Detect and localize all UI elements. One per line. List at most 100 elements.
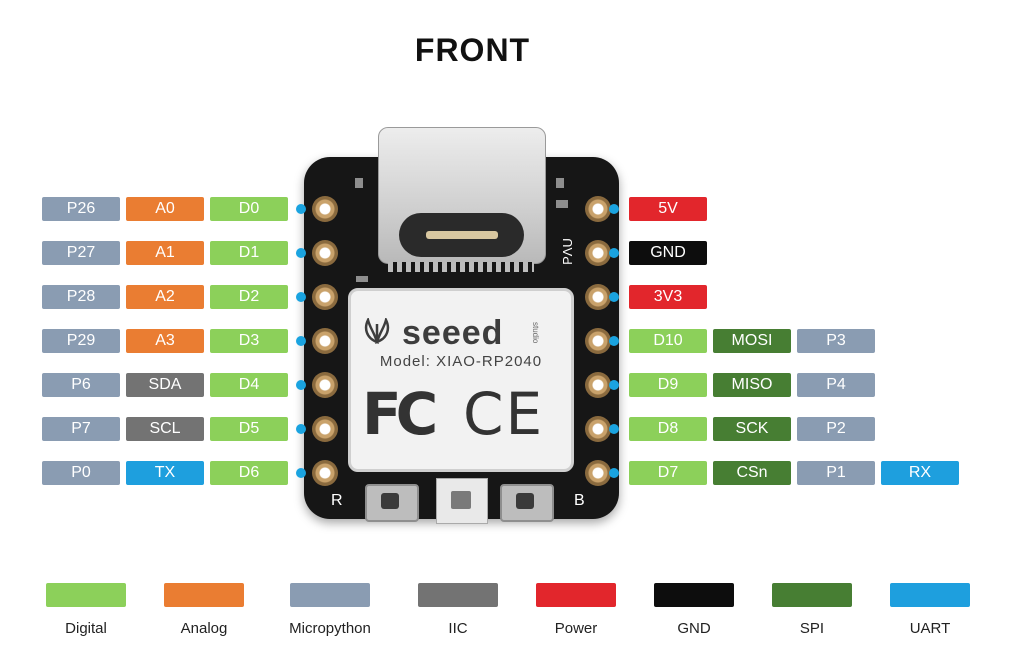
- legend-label-micropython: Micropython: [289, 620, 371, 637]
- pin-label-digital: D1: [210, 241, 288, 265]
- pin-label-iic: SCL: [126, 417, 204, 441]
- legend-swatch-iic: [418, 583, 498, 607]
- legend-swatch-uart: [890, 583, 970, 607]
- pin-label-digital: D5: [210, 417, 288, 441]
- pin-label-micropython: P29: [42, 329, 120, 353]
- right-pin-dot: [609, 248, 619, 258]
- pin-label-digital: D7: [629, 461, 707, 485]
- pin-label-digital: D8: [629, 417, 707, 441]
- pin-label-digital: D2: [210, 285, 288, 309]
- left-pin-dot: [296, 468, 306, 478]
- pin-label-analog: A0: [126, 197, 204, 221]
- pin-label-micropython: P4: [797, 373, 875, 397]
- legend-label-digital: Digital: [65, 620, 107, 637]
- legend-label-analog: Analog: [180, 620, 228, 637]
- brand-sub: studio: [531, 322, 540, 344]
- legend-label-iic: IIC: [448, 620, 468, 637]
- pin-label-digital: D0: [210, 197, 288, 221]
- fcc-logo: FC: [362, 380, 438, 448]
- pin-label-digital: D3: [210, 329, 288, 353]
- right-pin-hole: [585, 240, 611, 266]
- diagram-title: FRONT: [414, 32, 531, 68]
- power-led-label: PɅU: [559, 238, 575, 265]
- left-pin-hole: [312, 328, 338, 354]
- pin-label-micropython: P27: [42, 241, 120, 265]
- pin-label-micropython: P2: [797, 417, 875, 441]
- pin-label-micropython: P1: [797, 461, 875, 485]
- pin-label-micropython: P3: [797, 329, 875, 353]
- pin-label-spi: MOSI: [713, 329, 791, 353]
- pin-label-micropython: P7: [42, 417, 120, 441]
- brand-name: seeed: [402, 314, 504, 352]
- pin-label-micropython: P26: [42, 197, 120, 221]
- right-pin-hole: [585, 196, 611, 222]
- right-pin-hole: [585, 416, 611, 442]
- right-pin-hole: [585, 372, 611, 398]
- legend-swatch-gnd: [654, 583, 734, 607]
- smd-component: [556, 178, 564, 188]
- pin-label-digital: D4: [210, 373, 288, 397]
- left-pin-hole: [312, 416, 338, 442]
- left-pin-hole: [312, 196, 338, 222]
- legend-swatch-digital: [46, 583, 126, 607]
- legend-swatch-power: [536, 583, 616, 607]
- right-pin-dot: [609, 380, 619, 390]
- pin-label-power: 3V3: [629, 285, 707, 309]
- pin-label-power: 5V: [629, 197, 707, 221]
- left-pin-hole: [312, 460, 338, 486]
- reset-button[interactable]: [365, 484, 419, 522]
- left-pin-dot: [296, 248, 306, 258]
- legend-swatch-analog: [164, 583, 244, 607]
- pin-label-spi: SCK: [713, 417, 791, 441]
- legend-label-power: Power: [554, 620, 598, 637]
- left-pin-dot: [296, 424, 306, 434]
- legend-swatch-micropython: [290, 583, 370, 607]
- smd-component: [356, 276, 368, 282]
- right-pin-dot: [609, 204, 619, 214]
- smd-component: [355, 178, 363, 188]
- left-pin-dot: [296, 336, 306, 346]
- rgb-led: [436, 478, 488, 524]
- left-pin-hole: [312, 284, 338, 310]
- pin-label-micropython: P6: [42, 373, 120, 397]
- right-pin-hole: [585, 284, 611, 310]
- legend-label-spi: SPI: [799, 620, 825, 637]
- seeed-logo-icon: [364, 318, 390, 344]
- legend-label-gnd: GND: [677, 620, 711, 637]
- left-pin-dot: [296, 380, 306, 390]
- smd-component: [556, 200, 568, 208]
- pin-label-analog: A1: [126, 241, 204, 265]
- usb-c-solder-pads: [388, 262, 534, 272]
- right-pin-hole: [585, 460, 611, 486]
- pin-label-iic: SDA: [126, 373, 204, 397]
- pin-label-uart: RX: [881, 461, 959, 485]
- model-label: Model: XIAO-RP2040: [379, 353, 543, 370]
- ce-logo: CE: [463, 380, 545, 448]
- pin-label-micropython: P28: [42, 285, 120, 309]
- pin-label-digital: D10: [629, 329, 707, 353]
- pin-label-digital: D6: [210, 461, 288, 485]
- right-pin-dot: [609, 424, 619, 434]
- left-pin-hole: [312, 240, 338, 266]
- right-pin-dot: [609, 468, 619, 478]
- pin-label-spi: CSn: [713, 461, 791, 485]
- pin-label-analog: A2: [126, 285, 204, 309]
- boot-label: B: [574, 492, 585, 509]
- pin-label-micropython: P0: [42, 461, 120, 485]
- legend-swatch-spi: [772, 583, 852, 607]
- left-pin-dot: [296, 292, 306, 302]
- left-pin-hole: [312, 372, 338, 398]
- legend-label-uart: UART: [909, 620, 951, 637]
- pin-label-spi: MISO: [713, 373, 791, 397]
- right-pin-hole: [585, 328, 611, 354]
- pin-label-uart: TX: [126, 461, 204, 485]
- boot-button[interactable]: [500, 484, 554, 522]
- usb-c-tongue: [426, 231, 498, 239]
- right-pin-dot: [609, 292, 619, 302]
- pin-label-gnd: GND: [629, 241, 707, 265]
- pin-label-analog: A3: [126, 329, 204, 353]
- pin-label-digital: D9: [629, 373, 707, 397]
- right-pin-dot: [609, 336, 619, 346]
- reset-label: R: [331, 492, 343, 509]
- left-pin-dot: [296, 204, 306, 214]
